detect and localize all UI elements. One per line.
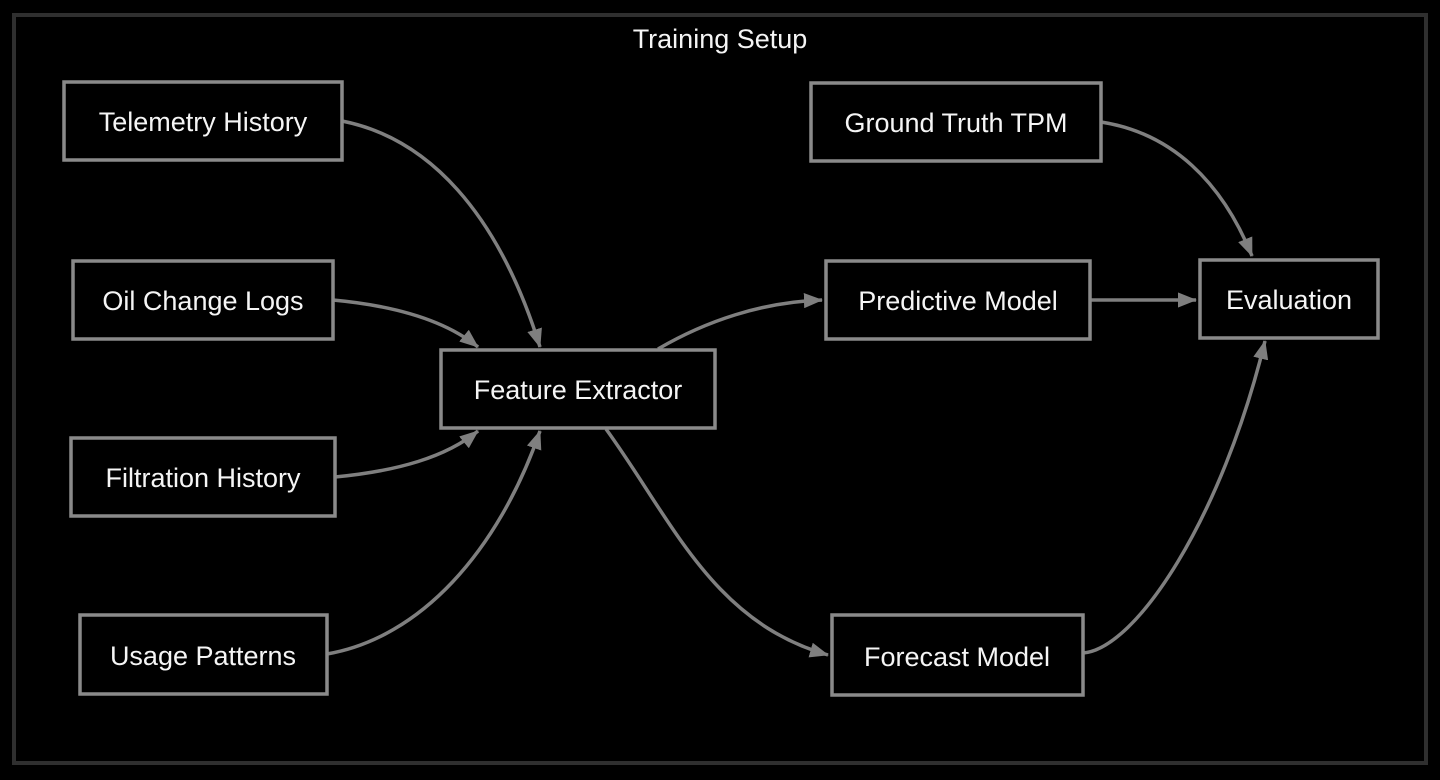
node-telemetry-history: Telemetry History [62,80,344,162]
node-usage-patterns-label: Usage Patterns [110,641,296,671]
node-evaluation-label: Evaluation [1226,285,1352,315]
node-forecast-model-label: Forecast Model [864,642,1050,672]
node-predictive-model-box [824,259,1092,341]
node-telemetry-history-label: Telemetry History [99,107,308,137]
edge-oil-change-to-feature [332,298,480,349]
edge-feature-to-forecast [604,427,829,658]
node-filtration-history: Filtration History [69,436,337,518]
edge-feature-to-predictive [657,293,823,351]
edge-ground-truth-to-evaluation [1100,120,1254,257]
subgraph-frame [12,13,1428,765]
node-evaluation-box [1198,258,1380,340]
node-forecast-model-box [830,613,1085,697]
node-usage-patterns-box [78,613,329,696]
node-ground-truth-tpm-box [809,81,1103,163]
node-feature-extractor-label: Feature Extractor [474,375,683,405]
node-usage-patterns: Usage Patterns [78,613,329,696]
node-oil-change-logs: Oil Change Logs [71,259,335,341]
node-feature-extractor-box [439,348,717,430]
edge-telemetry-to-feature [341,119,542,348]
node-predictive-model: Predictive Model [824,259,1092,341]
node-filtration-history-box [69,436,337,518]
edge-forecast-to-evaluation [1082,340,1269,655]
edge-filtration-to-feature [334,429,480,479]
node-oil-change-logs-label: Oil Change Logs [102,286,303,316]
node-ground-truth-tpm: Ground Truth TPM [809,81,1103,163]
node-ground-truth-tpm-label: Ground Truth TPM [844,108,1067,138]
node-filtration-history-label: Filtration History [105,463,301,493]
diagram-title: Training Setup [633,24,808,54]
edge-layer [326,119,1269,658]
node-feature-extractor: Feature Extractor [439,348,717,430]
edge-usage-to-feature [326,430,542,656]
node-telemetry-history-box [62,80,344,162]
node-forecast-model: Forecast Model [830,613,1085,697]
node-oil-change-logs-box [71,259,335,341]
node-evaluation: Evaluation [1198,258,1380,340]
node-predictive-model-label: Predictive Model [858,286,1058,316]
